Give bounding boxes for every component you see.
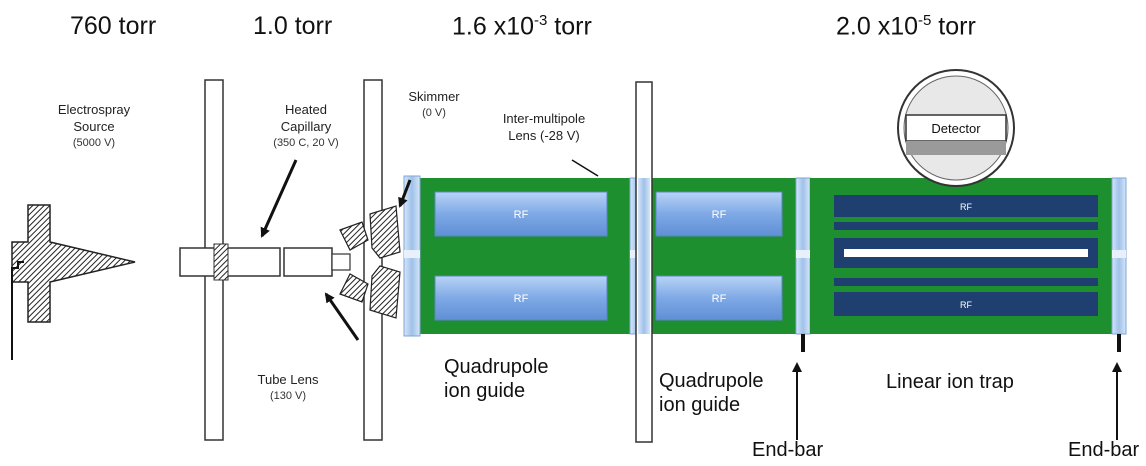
electrospray-source — [11, 204, 136, 360]
linear-trap-label: Linear ion trap — [886, 370, 1014, 394]
endbar1-text: End-bar — [752, 439, 824, 461]
trap-slit — [844, 249, 1088, 257]
lens-marker-1 — [404, 250, 420, 258]
skimmer-label: Skimmer (0 V) — [398, 88, 470, 122]
end-bar-label-2: End-bar — [1068, 438, 1139, 462]
capillary-name-1: Heated — [285, 102, 327, 117]
wall-3-lens — [638, 178, 650, 334]
pressure-1.6e-3-base: 1.6 x10 — [452, 12, 535, 41]
inter-multipole-pointer — [571, 159, 599, 177]
rf-label-q2-bottom: RF — [712, 293, 727, 305]
heated-capillary — [179, 243, 351, 281]
trap-rod-bottom-thin — [834, 278, 1098, 286]
rf-rod-q1-top — [434, 191, 608, 237]
quadrupole-1-label: Quadrupole ion guide — [444, 355, 549, 403]
skimmer-arrow — [398, 179, 412, 208]
tube-lens-arrow — [324, 292, 360, 341]
vacuum-wall-2 — [363, 79, 383, 441]
capillary-value: (350 C, 20 V) — [273, 137, 339, 149]
endbar2-text: End-bar — [1068, 439, 1140, 461]
tube-lens-block — [339, 205, 401, 319]
pressure-1: 1.0 torr — [253, 12, 332, 41]
pressure-760: 760 torr — [70, 12, 156, 41]
end-bar-tick-2 — [1117, 334, 1121, 352]
pressure-1-text: 1.0 torr — [253, 12, 333, 40]
rf-rod-q2-top — [655, 191, 783, 237]
tube-lens-label: Tube Lens (130 V) — [236, 371, 340, 405]
inter-multipole-name-1: Inter-multipole — [502, 111, 586, 126]
electrospray-name-2: Source — [73, 119, 115, 134]
trap-rf-label-bottom: RF — [960, 300, 972, 310]
inter-multipole-label: Inter-multipole Lens (-28 V) — [488, 110, 600, 144]
tube-lens-value: (130 V) — [269, 390, 307, 402]
detector-label: Detector — [931, 121, 981, 136]
electrospray-label: Electrospray Source (5000 V) — [36, 101, 152, 152]
pressure-2.0e-5: 2.0 x10-5 torr — [836, 12, 976, 41]
electrospray-name-1: Electrospray — [57, 102, 131, 117]
pressure-2.0e-5-unit: torr — [931, 12, 976, 41]
pressure-2.0e-5-base: 2.0 x10 — [836, 12, 919, 41]
capillary-arrow — [260, 159, 298, 238]
rf-label-q1-bottom: RF — [514, 293, 529, 305]
end-bar-tick-1 — [801, 334, 805, 352]
trap-rod-top-thin — [834, 222, 1098, 230]
trap-rod-top — [834, 195, 1098, 217]
skimmer-value: (0 V) — [422, 107, 446, 119]
rf-rod-q2-bottom — [655, 275, 783, 321]
pressure-1.6e-3-exp: -3 — [534, 12, 548, 29]
pressure-1.6e-3: 1.6 x10-3 torr — [452, 12, 592, 41]
trap-rod-bottom — [834, 292, 1098, 316]
quad1-line1: Quadrupole — [444, 356, 549, 378]
detector: Detector — [897, 69, 1015, 187]
pressure-2.0e-5-exp: -5 — [918, 12, 932, 29]
electrospray-value: (5000 V) — [72, 137, 116, 149]
capillary-name-2: Capillary — [280, 119, 332, 134]
pressure-760-text: 760 torr — [70, 12, 157, 40]
trap-line1: Linear ion trap — [886, 371, 1014, 393]
trap-rf-label-top: RF — [960, 202, 972, 212]
skimmer-name: Skimmer — [408, 89, 460, 104]
rf-label-q2-top: RF — [712, 209, 727, 221]
quad2-line1: Quadrupole — [659, 370, 764, 392]
quadrupole-2-label: Quadrupole ion guide — [659, 369, 764, 417]
rf-rod-q1-bottom — [434, 275, 608, 321]
quad2-line2: ion guide — [659, 394, 741, 416]
rf-label-q1-top: RF — [514, 209, 529, 221]
capillary-label: Heated Capillary (350 C, 20 V) — [254, 101, 358, 152]
pressure-1.6e-3-unit: torr — [547, 12, 592, 41]
lens-marker-4 — [1112, 250, 1126, 258]
end-bar-label-1: End-bar — [752, 438, 823, 462]
inter-multipole-name-2: Lens (-28 V) — [508, 128, 580, 143]
tube-lens-name: Tube Lens — [257, 372, 319, 387]
quad1-line2: ion guide — [444, 380, 526, 402]
lens-marker-3 — [796, 250, 810, 258]
